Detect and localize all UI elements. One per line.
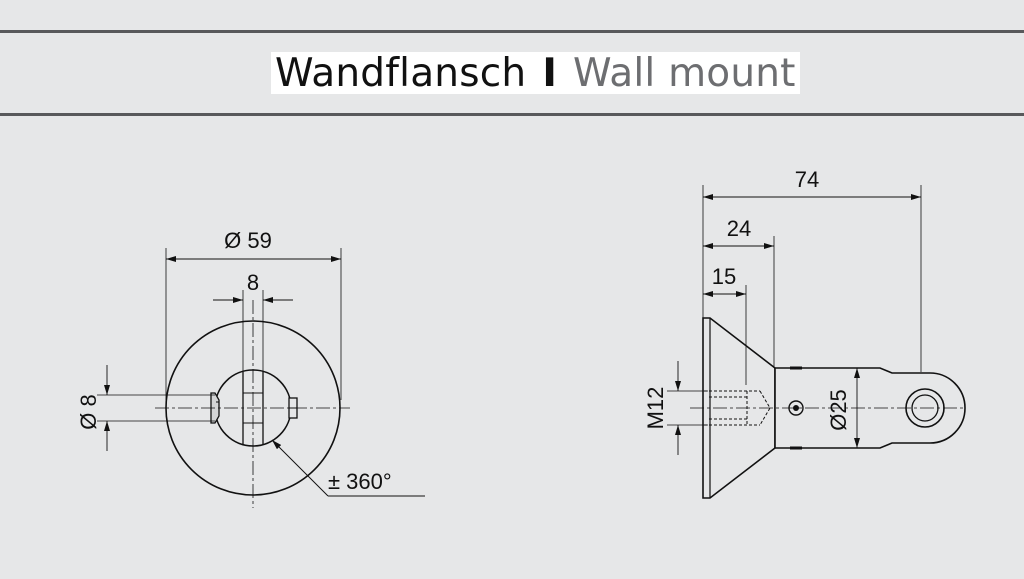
dim-width-flat: 8 [247, 270, 259, 295]
dim-shaft-diameter: Ø25 [826, 389, 851, 431]
rotation-label: ± 360° [328, 469, 392, 494]
dim-flange-length: 24 [727, 216, 751, 241]
top-rule [0, 30, 1024, 33]
title-german: Wandflansch [275, 50, 527, 96]
title-banner: Wandflansch I Wall mount [271, 50, 800, 96]
dim-diameter-outer: Ø 59 [224, 228, 272, 253]
dim-thread-length: 15 [712, 264, 736, 289]
dim-thread: M12 [643, 387, 668, 430]
dim-total-length: 74 [795, 167, 819, 192]
side-view: 74 24 15 M12 Ø25 [643, 167, 966, 499]
bottom-rule [0, 113, 1024, 116]
dim-diameter-pin: Ø 8 [76, 394, 101, 429]
title-english: Wall mount [573, 50, 796, 96]
title-separator: I [542, 50, 558, 96]
front-view: Ø 59 8 Ø 8 ± 360° [76, 228, 425, 508]
